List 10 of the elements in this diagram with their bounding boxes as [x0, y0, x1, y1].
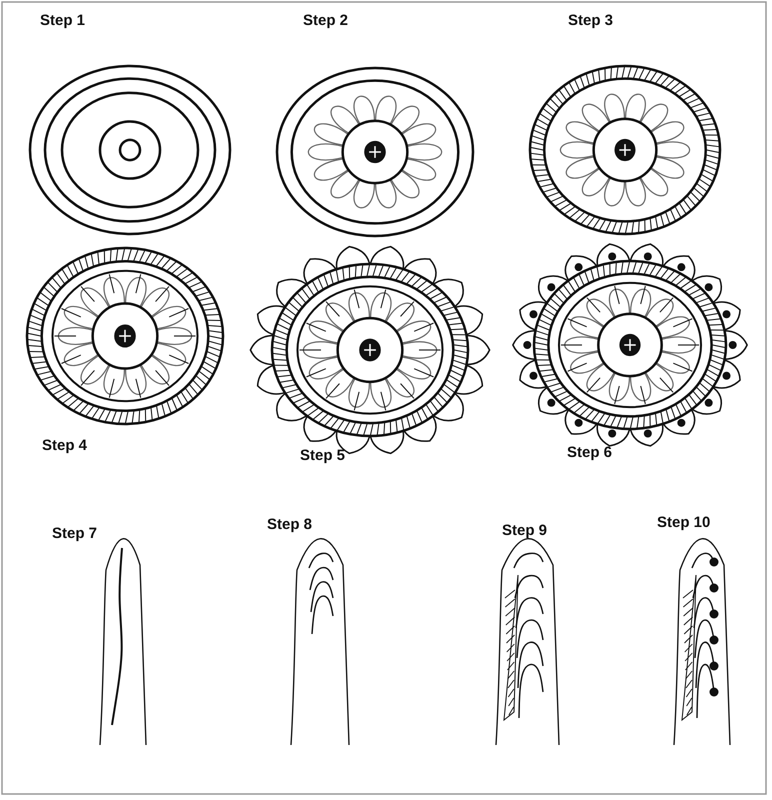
- step-label: Step 7: [52, 525, 98, 542]
- step-label: Step 4: [42, 437, 88, 454]
- step-label: Step 2: [303, 12, 348, 29]
- step-label: Step 6: [567, 444, 612, 461]
- step-label: Step 5: [300, 447, 346, 464]
- step-label: Step 10: [657, 514, 710, 531]
- step-label: Step 8: [267, 516, 312, 533]
- step-label: Step 1: [40, 12, 86, 29]
- step-label: Step 9: [502, 522, 548, 539]
- step-label: Step 3: [568, 12, 614, 29]
